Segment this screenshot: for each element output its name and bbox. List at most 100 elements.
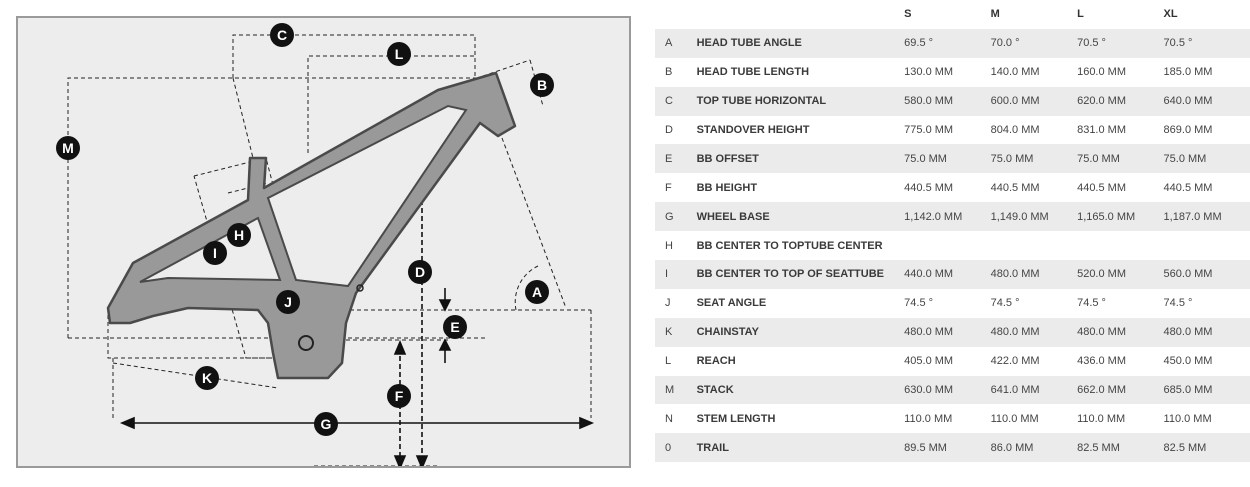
value-l: 74.5 °	[1077, 297, 1106, 310]
svg-text:A: A	[532, 284, 542, 300]
value-s: 89.5 MM	[904, 441, 947, 454]
value-s: 74.5 °	[904, 297, 934, 310]
svg-text:F: F	[395, 388, 404, 404]
value-xl: 560.0 MM	[1163, 268, 1213, 281]
callout-c: C	[270, 23, 294, 47]
row-label: BB CENTER TO TOP OF SEATTUBE	[696, 268, 884, 281]
header-size-s: S	[904, 8, 912, 21]
row-code: H	[665, 239, 673, 252]
callout-d: D	[408, 260, 432, 284]
value-m: 86.0 MM	[990, 441, 1034, 454]
value-xl	[1164, 231, 1250, 260]
row-code: G	[665, 210, 674, 223]
row-code: J	[665, 297, 671, 310]
row-code: N	[665, 412, 673, 425]
row-label: STANDOVER HEIGHT	[696, 124, 810, 136]
svg-text:K: K	[202, 370, 212, 386]
row-label: SEAT ANGLE	[696, 297, 767, 310]
callout-f: F	[387, 384, 411, 408]
row-code: B	[665, 66, 673, 79]
value-s: 440.5 MM	[904, 181, 954, 194]
value-m: 641.0 MM	[990, 384, 1040, 397]
table-row: I BB CENTER TO TOP OF SEATTUBE 440.0 MM 480…	[655, 260, 1250, 289]
value-xl: 869.0 MM	[1163, 124, 1213, 136]
value-xl: 185.0 MM	[1163, 66, 1213, 79]
row-code: L	[665, 355, 672, 368]
value-l: 440.5 MM	[1077, 181, 1126, 194]
table-header-row: S M L XL	[655, 0, 1250, 29]
value-m: 480.0 MM	[990, 326, 1040, 339]
row-label: BB HEIGHT	[696, 181, 758, 194]
row-label: HEAD TUBE LENGTH	[696, 66, 810, 79]
row-code: A	[665, 37, 673, 50]
value-l: 110.0 MM	[1077, 412, 1126, 425]
row-label: WHEEL BASE	[696, 210, 770, 223]
value-l: 520.0 MM	[1077, 268, 1126, 281]
value-xl: 82.5 MM	[1163, 441, 1207, 454]
callout-a: A	[525, 280, 549, 304]
svg-text:I: I	[213, 245, 217, 261]
value-l: 75.0 MM	[1077, 152, 1120, 165]
value-xl: 75.0 MM	[1163, 152, 1207, 165]
row-label: REACH	[696, 355, 736, 368]
value-l: 70.5 °	[1077, 37, 1106, 50]
value-m: 70.0 °	[990, 37, 1020, 50]
row-label: TRAIL	[696, 441, 729, 454]
header-size-l: L	[1077, 8, 1084, 21]
value-m: 74.5 °	[990, 297, 1020, 310]
value-l	[1077, 231, 1163, 260]
row-label: HEAD TUBE ANGLE	[696, 37, 802, 50]
header-label	[697, 0, 905, 29]
svg-text:H: H	[234, 227, 244, 243]
value-xl: 70.5 °	[1163, 37, 1193, 50]
value-m: 75.0 MM	[990, 152, 1034, 165]
geometry-diagram: C L B M H I D A J E K F G	[16, 16, 631, 468]
row-code: C	[665, 95, 673, 108]
value-l: 160.0 MM	[1077, 66, 1126, 79]
row-code: M	[665, 384, 675, 397]
callout-j: J	[276, 290, 300, 314]
value-l: 82.5 MM	[1077, 441, 1120, 454]
value-s: 630.0 MM	[904, 384, 954, 397]
value-s: 440.0 MM	[904, 268, 954, 281]
svg-text:E: E	[450, 319, 459, 335]
callout-l: L	[387, 42, 411, 66]
value-m: 1,149.0 MM	[990, 210, 1049, 223]
value-s: 775.0 MM	[904, 124, 954, 136]
value-l: 480.0 MM	[1077, 326, 1126, 339]
callout-g: G	[314, 412, 338, 436]
callout-e: E	[443, 315, 467, 339]
value-s: 130.0 MM	[904, 66, 954, 79]
value-xl: 1,187.0 MM	[1163, 210, 1222, 223]
value-xl: 685.0 MM	[1163, 384, 1213, 397]
value-m: 480.0 MM	[990, 268, 1040, 281]
value-m: 140.0 MM	[990, 66, 1040, 79]
row-code: I	[665, 268, 669, 281]
value-xl: 480.0 MM	[1163, 326, 1213, 339]
value-s: 1,142.0 MM	[904, 210, 963, 223]
callout-layer: C L B M H I D A J E K F G	[56, 23, 554, 436]
svg-text:L: L	[395, 46, 404, 62]
dimension-arrows	[119, 127, 595, 466]
value-l: 831.0 MM	[1077, 124, 1126, 136]
value-s: 75.0 MM	[904, 152, 947, 165]
value-m: 440.5 MM	[990, 181, 1040, 194]
svg-text:C: C	[277, 27, 287, 43]
row-label: TOP TUBE HORIZONTAL	[696, 95, 827, 108]
row-label: STEM LENGTH	[696, 412, 776, 425]
row-code: F	[665, 181, 672, 194]
value-l: 1,165.0 MM	[1077, 210, 1136, 223]
row-code: E	[665, 152, 673, 165]
value-xl: 450.0 MM	[1163, 355, 1213, 368]
